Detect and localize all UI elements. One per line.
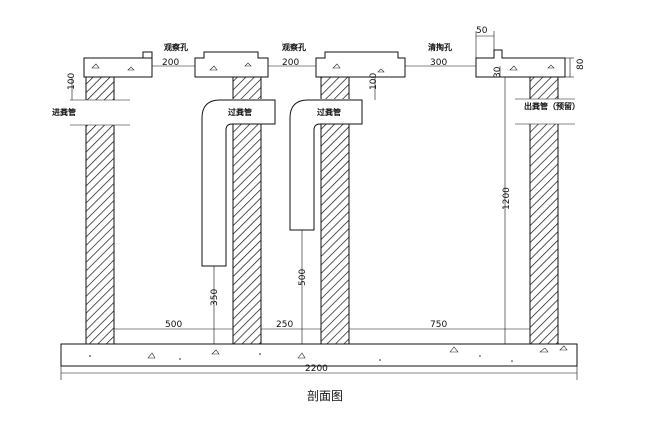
label-transfer-pipe-2: 过粪管 [317,107,341,117]
label-inlet-pipe: 进粪管 [52,107,76,117]
dim-wall-height: 1200 [502,187,512,210]
label-observation-hole-1: 观察孔 [164,42,188,52]
dim-chamber-3: 750 [430,320,447,330]
top-slab-1 [83,51,153,78]
dim-gap-3: 300 [430,58,447,68]
pipes [70,98,575,267]
label-outlet-pipe: 出粪管（预留） [524,101,580,111]
transfer-pipe-1 [201,99,276,267]
top-slab-2 [194,51,269,78]
top-slab-4 [475,49,566,78]
dim-pipe-2-height: 500 [298,269,308,286]
dim-gap-2: 200 [282,58,299,68]
dim-transfer-depth: 100 [369,73,379,90]
dim-lid-step: 30 [493,66,503,78]
dim-chamber-2: 250 [276,320,293,330]
base-slab [60,343,578,367]
dim-total: 2200 [305,364,328,374]
dim-cleanout-width: 50 [476,26,488,36]
dim-top-thickness: 80 [576,58,586,70]
label-transfer-pipe-1: 过粪管 [228,107,252,117]
dim-chamber-1: 500 [165,320,182,330]
drawing-caption: 剖面图 [307,389,343,403]
label-observation-hole-2: 观察孔 [282,42,306,52]
top-slab-3 [315,51,406,78]
label-cleanout-hole: 清掏孔 [428,42,452,52]
base-aggregate-marks [89,345,568,362]
top-slabs [83,49,566,78]
transfer-pipe-2 [289,99,363,231]
dim-pipe-1-height: 350 [210,289,220,306]
dim-inlet-depth: 100 [67,73,77,90]
dimension-lines [60,31,578,380]
dim-gap-1: 200 [162,58,179,68]
